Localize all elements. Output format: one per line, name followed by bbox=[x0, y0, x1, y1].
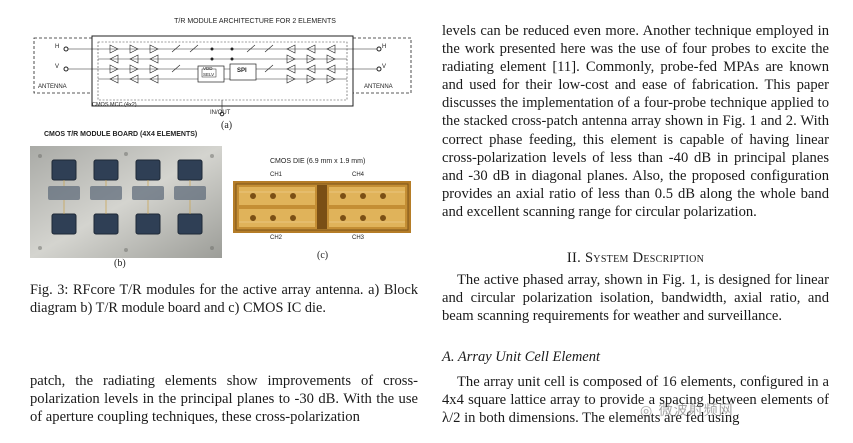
figure-label-a: (a) bbox=[221, 120, 233, 131]
ch1-label: CH1 bbox=[270, 172, 283, 178]
chip-box bbox=[97, 41, 348, 101]
right-antenna-box bbox=[352, 37, 412, 94]
antenna-left-label: ANTENNA bbox=[38, 84, 67, 90]
port-v-left-label: V bbox=[55, 64, 60, 70]
port-v-right-label: V bbox=[382, 64, 387, 70]
figure-label-c: (c) bbox=[317, 250, 329, 261]
port-h-left-label: H bbox=[55, 44, 60, 50]
right-paragraph-3: The array unit cell is composed of 16 el… bbox=[442, 374, 829, 427]
right-column-text: levels can be reduced even more. Another… bbox=[442, 22, 829, 221]
right-paragraph-1: levels can be reduced even more. Another… bbox=[442, 23, 829, 220]
ch4-label: CH4 bbox=[352, 172, 365, 178]
figure-label-b: (b) bbox=[114, 258, 126, 269]
antenna-right-label: ANTENNA bbox=[364, 84, 393, 90]
section-heading: II. System Description bbox=[442, 250, 829, 267]
tr-module-block-diagram bbox=[33, 35, 412, 117]
control-block bbox=[197, 65, 225, 83]
section-title: System Description bbox=[584, 250, 705, 266]
subsection-heading: A. Array Unit Cell Element bbox=[442, 349, 600, 365]
watermark-logo-icon: ◎ bbox=[640, 403, 654, 419]
chip-label: CMOS MCC (4x2) bbox=[92, 102, 137, 108]
board-title: CMOS T/R MODULE BOARD (4X4 ELEMENTS) bbox=[44, 131, 198, 138]
watermark: ◎ 微波射频网 bbox=[640, 400, 734, 420]
port-h-right-label: H bbox=[382, 44, 387, 50]
die-title: CMOS DIE (6.9 mm x 1.9 mm) bbox=[270, 158, 366, 165]
module-box bbox=[91, 35, 354, 107]
spi-label: SPI bbox=[237, 68, 247, 74]
watermark-text: 微波射频网 bbox=[658, 403, 734, 419]
figure-caption: Fig. 3: RFcore T/R modules for the activ… bbox=[30, 282, 418, 316]
cmos-die-photo bbox=[233, 181, 411, 233]
section-number: II. bbox=[566, 250, 581, 266]
diagram-title: T/R MODULE ARCHITECTURE FOR 2 ELEMENTS bbox=[174, 18, 336, 25]
left-paragraph: patch, the radiating elements show impro… bbox=[30, 373, 418, 426]
vdd-label: VDD bbox=[203, 66, 213, 71]
right-column-text-2: The active phased array, shown in Fig. 1… bbox=[442, 271, 829, 325]
right-column-text-3: The array unit cell is composed of 16 el… bbox=[442, 373, 829, 427]
selv-label: SELV bbox=[203, 72, 215, 77]
left-column-text: patch, the radiating elements show impro… bbox=[30, 372, 418, 426]
ch3-label: CH3 bbox=[352, 235, 365, 241]
inout-label: IN/OUT bbox=[210, 110, 231, 116]
ch2-label: CH2 bbox=[270, 235, 283, 241]
spi-block bbox=[229, 63, 257, 81]
tr-module-board-photo bbox=[30, 146, 222, 258]
right-paragraph-2: The active phased array, shown in Fig. 1… bbox=[442, 272, 829, 325]
